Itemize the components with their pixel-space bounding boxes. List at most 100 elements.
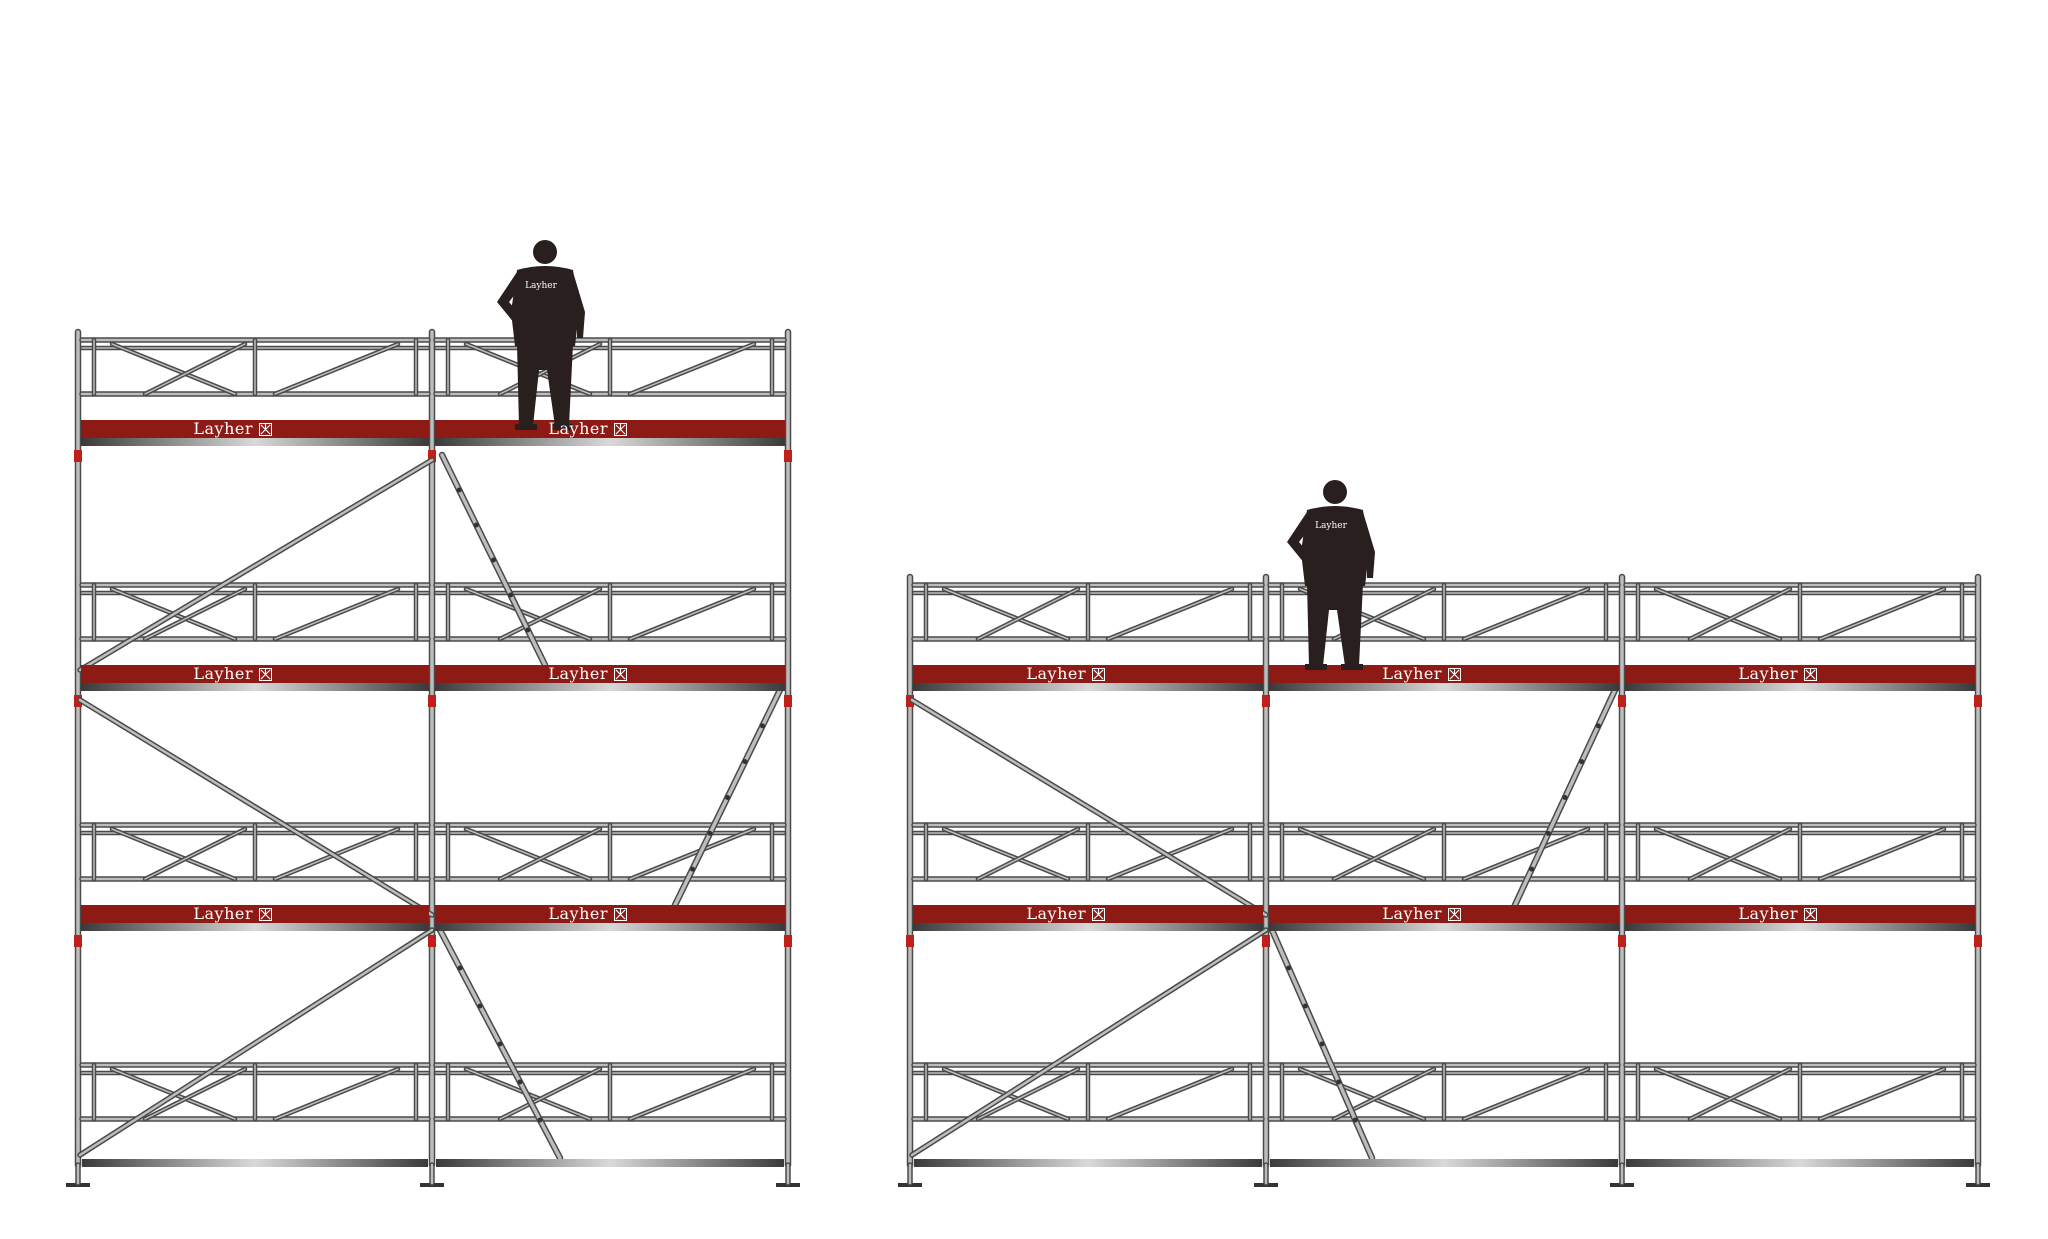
worker-boot — [1305, 664, 1327, 670]
coupler — [1974, 935, 1982, 947]
worker-silhouette-icon: Layher — [1287, 480, 1375, 670]
deck-board — [913, 905, 1263, 923]
deck-board — [1269, 905, 1619, 923]
ladder-rung — [525, 627, 531, 633]
worker-legs — [1307, 584, 1363, 666]
rail-brace — [1655, 588, 1781, 640]
ladder-rung — [477, 1003, 483, 1009]
deck-underside — [913, 683, 1263, 691]
rail-brace — [499, 588, 601, 640]
rail-brace — [1689, 1068, 1791, 1120]
ladder-rung — [456, 487, 462, 493]
coupler — [784, 695, 792, 707]
rail-brace — [144, 828, 246, 880]
coupler — [1262, 935, 1270, 947]
worker-legs — [517, 344, 573, 426]
base-deck — [1270, 1159, 1618, 1167]
deck-underside — [435, 923, 785, 931]
worker-head — [1323, 480, 1347, 504]
rail-brace — [977, 1068, 1079, 1120]
base-deck — [1626, 1159, 1974, 1167]
ladder-rung — [1562, 795, 1568, 800]
rail-brace — [465, 828, 591, 880]
coupler — [1618, 695, 1626, 707]
coupler — [906, 935, 914, 947]
worker-torso — [511, 266, 579, 346]
rail-brace — [1463, 588, 1589, 640]
ladder-rung — [491, 557, 496, 563]
worker-arm-left — [497, 272, 523, 324]
worker-boot — [1341, 664, 1363, 670]
rail-brace — [144, 343, 246, 395]
rail-brace — [111, 343, 236, 395]
brand-label: Layher — [1382, 664, 1442, 683]
rail-brace — [499, 828, 601, 880]
rail-brace — [977, 828, 1079, 880]
coupler — [1262, 695, 1270, 707]
rail-brace — [499, 1068, 601, 1120]
rail-brace — [1107, 588, 1233, 640]
deck-underside — [81, 683, 429, 691]
rail-brace — [943, 828, 1069, 880]
worker-head — [533, 240, 557, 264]
ladder-rung — [1352, 1117, 1358, 1123]
rail-brace — [1463, 1068, 1589, 1120]
brand-label: Layher — [193, 419, 253, 438]
deck-underside — [81, 923, 429, 931]
rail-brace — [629, 343, 755, 395]
diagonal-brace — [78, 698, 434, 917]
worker-arm-right — [1357, 512, 1375, 578]
coupler — [428, 935, 436, 947]
brand-label: Layher — [193, 904, 253, 923]
rail-brace — [943, 588, 1069, 640]
worker-arm-left — [1287, 512, 1313, 564]
ladder-rung — [517, 1079, 523, 1085]
ladder-rung — [1579, 759, 1585, 765]
deck-underside — [1625, 683, 1975, 691]
base-deck — [914, 1159, 1262, 1167]
rail-brace — [629, 1068, 755, 1120]
base-deck — [436, 1159, 784, 1167]
deck-underside — [913, 923, 1263, 931]
coupler — [784, 935, 792, 947]
deck-underside — [435, 683, 785, 691]
worker-silhouette-icon: Layher — [497, 240, 585, 430]
diagonal-brace — [78, 928, 434, 1157]
rail-brace — [1463, 828, 1589, 880]
worker-boot — [515, 424, 537, 430]
rail-brace — [144, 1068, 246, 1120]
brand-label: Layher — [1026, 904, 1086, 923]
ladder-rung — [760, 723, 765, 729]
rail-brace — [1819, 588, 1945, 640]
ladder-rung — [1319, 1041, 1325, 1047]
ladder-rung — [725, 795, 730, 800]
brand-label: Layher — [548, 419, 608, 438]
ladder-rung — [473, 522, 479, 528]
coupler — [784, 450, 792, 462]
rail-brace — [1107, 1068, 1233, 1120]
rail-brace — [1655, 828, 1781, 880]
ladder-rung — [707, 830, 713, 836]
deck-underside — [435, 438, 785, 446]
ladder-rung — [508, 592, 514, 598]
rail-brace — [1333, 828, 1435, 880]
rail-brace — [274, 343, 399, 395]
worker-torso — [1301, 506, 1369, 586]
rail-brace — [1819, 828, 1945, 880]
rail-brace — [629, 588, 755, 640]
diagonal-brace — [910, 928, 1268, 1157]
brand-label: Layher — [548, 664, 608, 683]
rail-brace — [629, 828, 755, 880]
rail-brace — [144, 588, 246, 640]
ladder-rung — [497, 1041, 503, 1047]
brand-label: Layher — [1738, 664, 1798, 683]
shirt-label: Layher — [525, 281, 558, 291]
ladder-rung — [1302, 1003, 1308, 1009]
rail-brace — [1689, 828, 1791, 880]
ladder-rung — [690, 866, 695, 872]
ladder-rung — [1336, 1079, 1342, 1085]
brand-label: Layher — [193, 664, 253, 683]
ladder-rung — [1595, 723, 1601, 729]
ladder-rung — [1529, 866, 1535, 872]
deck-board — [435, 665, 785, 683]
